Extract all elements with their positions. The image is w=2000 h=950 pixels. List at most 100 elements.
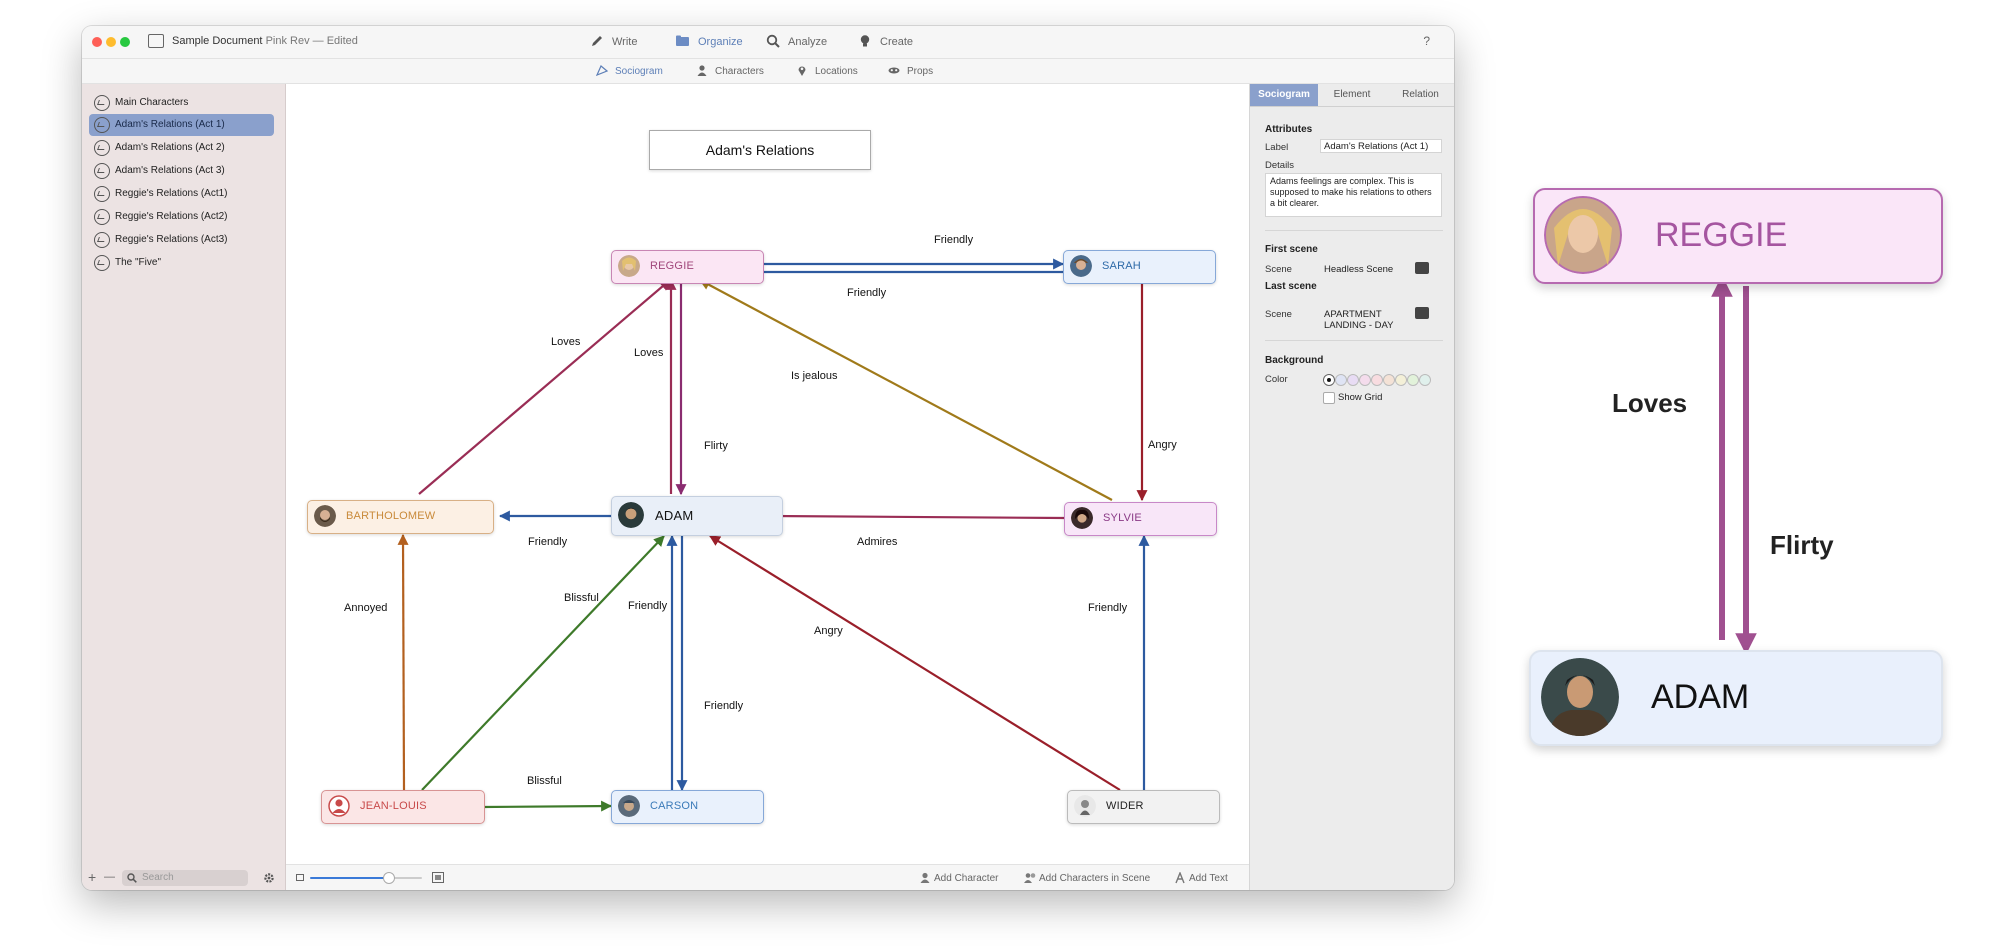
mode-create[interactable]: Create (858, 34, 913, 48)
background-color-swatches (1323, 374, 1443, 386)
color-swatch[interactable] (1323, 374, 1335, 386)
label-input[interactable]: Adam's Relations (Act 1) (1320, 139, 1442, 153)
color-swatch[interactable] (1407, 374, 1419, 386)
sidebar-item-label: Main Characters (115, 97, 189, 108)
detail-adam-name: ADAM (1651, 678, 1750, 716)
organize-subtoolbar: Sociogram Characters Locations Props (82, 59, 1454, 84)
detail-node-adam[interactable]: ADAM (1529, 650, 1943, 746)
color-swatch[interactable] (1383, 374, 1395, 386)
edge-label-wider-adam[interactable]: Angry (814, 625, 843, 637)
sidebar-item-adams-relations-act-2[interactable]: Adam's Relations (Act 2) (89, 137, 274, 159)
last-scene-value: APARTMENT LANDING - DAY (1324, 309, 1394, 331)
selected-dot (1327, 378, 1331, 382)
character-node-sylvie[interactable]: SYLVIE (1064, 502, 1217, 536)
character-node-bartholomew[interactable]: BARTHOLOMEW (307, 500, 494, 534)
remove-sociogram-button[interactable]: — (104, 871, 115, 883)
mode-organize[interactable]: Organize (674, 34, 743, 48)
edge-label-carson-adam[interactable]: Friendly (628, 600, 668, 612)
character-node-jean-louis[interactable]: JEAN-LOUIS (321, 790, 485, 824)
edge-label-jeanlouis-adam[interactable]: Blissful (564, 592, 599, 604)
gear-icon[interactable] (263, 872, 275, 884)
edge-label-adam-carson[interactable]: Friendly (704, 700, 744, 712)
inspector-panel: Sociogram Element Relation Attributes La… (1249, 84, 1454, 890)
character-node-adam[interactable]: ADAM (611, 496, 783, 536)
edge-label-sarah-sylvie[interactable]: Angry (1148, 439, 1177, 451)
tab-element[interactable]: Element (1333, 89, 1371, 100)
color-swatch[interactable] (1419, 374, 1431, 386)
edge-label-reggie-adam[interactable]: Flirty (704, 440, 728, 452)
color-swatch[interactable] (1371, 374, 1383, 386)
avatar (618, 795, 640, 817)
add-characters-in-scene-button[interactable]: Add Characters in Scene (1024, 872, 1150, 884)
minimize-window-button[interactable] (106, 37, 116, 47)
add-text-label: Add Text (1189, 873, 1228, 884)
edge-label-sylvie-reggie[interactable]: Is jealous (791, 370, 838, 382)
avatar (1074, 795, 1096, 817)
sidebar-item-reggies-relations-act2[interactable]: Reggie's Relations (Act2) (89, 206, 274, 228)
inspector-tab-divider (1250, 106, 1454, 107)
sidebar-search-field[interactable]: Search (122, 870, 248, 886)
color-swatch[interactable] (1395, 374, 1407, 386)
clapperboard-icon[interactable] (1415, 262, 1429, 274)
document-title: Sample Document Pink Rev — Edited (172, 35, 358, 47)
tab-props[interactable]: Props (888, 65, 933, 77)
color-swatch[interactable] (1359, 374, 1371, 386)
edge-label-wider-sylvie[interactable]: Friendly (1088, 602, 1128, 614)
color-swatch[interactable] (1347, 374, 1359, 386)
label-field-label: Label (1265, 142, 1289, 153)
avatar (1070, 255, 1092, 277)
detail-node-reggie[interactable]: REGGIE (1533, 188, 1943, 284)
sidebar-item-adams-relations-act-3[interactable]: Adam's Relations (Act 3) (89, 160, 274, 182)
add-character-button[interactable]: Add Character (920, 872, 998, 884)
lightbulb-icon (860, 35, 870, 47)
color-swatch[interactable] (1335, 374, 1347, 386)
sidebar-item-main-characters[interactable]: Main Characters (89, 92, 274, 114)
character-node-sarah[interactable]: SARAH (1063, 250, 1216, 284)
document-icon (148, 34, 164, 48)
sociogram-title-box[interactable]: Adam's Relations (649, 130, 871, 170)
character-node-carson[interactable]: CARSON (611, 790, 764, 824)
add-text-button[interactable]: Add Text (1175, 871, 1228, 884)
edge-label-sylvie-adam[interactable]: Admires (857, 536, 898, 548)
edge-label-jeanlouis-carson[interactable]: Blissful (527, 775, 562, 787)
details-textarea[interactable]: Adams feelings are complex. This is supp… (1265, 173, 1442, 217)
help-button[interactable]: ? (1423, 34, 1430, 48)
zoom-out-icon[interactable] (296, 874, 304, 881)
color-label: Color (1265, 374, 1288, 385)
tab-sociogram[interactable]: Sociogram (596, 65, 663, 77)
character-node-wider[interactable]: WIDER (1067, 790, 1220, 824)
add-sociogram-button[interactable]: + (88, 869, 97, 885)
zoom-window-button[interactable] (120, 37, 130, 47)
mode-write[interactable]: Write (590, 34, 637, 48)
folder-icon (676, 35, 689, 46)
first-scene-label: Scene (1265, 264, 1292, 275)
close-window-button[interactable] (92, 37, 102, 47)
edge-label-sarah-reggie[interactable]: Friendly (847, 287, 887, 299)
character-node-reggie[interactable]: REGGIE (611, 250, 764, 284)
tab-characters[interactable]: Characters (696, 65, 764, 77)
tab-sociogram-inspector[interactable]: Sociogram (1250, 84, 1318, 106)
zoom-slider-thumb[interactable] (383, 872, 395, 884)
sidebar-item-the-five[interactable]: The "Five" (89, 252, 274, 274)
sidebar-item-adams-relations-act-1[interactable]: Adam's Relations (Act 1) (89, 114, 274, 136)
edge-label-jeanlouis-bartholomew[interactable]: Annoyed (344, 602, 388, 614)
sociogram-canvas[interactable]: Adam's Relations Friendly Friendly Loves… (286, 84, 1249, 864)
tab-locations[interactable]: Locations (796, 65, 858, 77)
pen-icon (592, 36, 602, 46)
mask-icon (888, 67, 900, 74)
clapperboard-icon[interactable] (1415, 307, 1429, 319)
edge-label-bartholomew-reggie[interactable]: Loves (551, 336, 581, 348)
zoom-in-icon[interactable] (432, 872, 444, 883)
show-grid-checkbox[interactable] (1323, 392, 1335, 404)
mode-analyze[interactable]: Analyze (766, 34, 827, 48)
edge-sylvie-adam (770, 510, 1065, 522)
sidebar-item-reggies-relations-act3[interactable]: Reggie's Relations (Act3) (89, 229, 274, 251)
sidebar-item-reggies-relations-act1[interactable]: Reggie's Relations (Act1) (89, 183, 274, 205)
tab-relation[interactable]: Relation (1402, 89, 1439, 100)
edge-label-reggie-sarah[interactable]: Friendly (934, 234, 974, 246)
add-characters-in-scene-label: Add Characters in Scene (1039, 873, 1151, 884)
sidebar-item-label: The "Five" (115, 257, 162, 268)
edge-label-adam-reggie[interactable]: Loves (634, 347, 664, 359)
edge-label-adam-bartholomew[interactable]: Friendly (528, 536, 568, 548)
character-name: SYLVIE (1103, 512, 1142, 524)
